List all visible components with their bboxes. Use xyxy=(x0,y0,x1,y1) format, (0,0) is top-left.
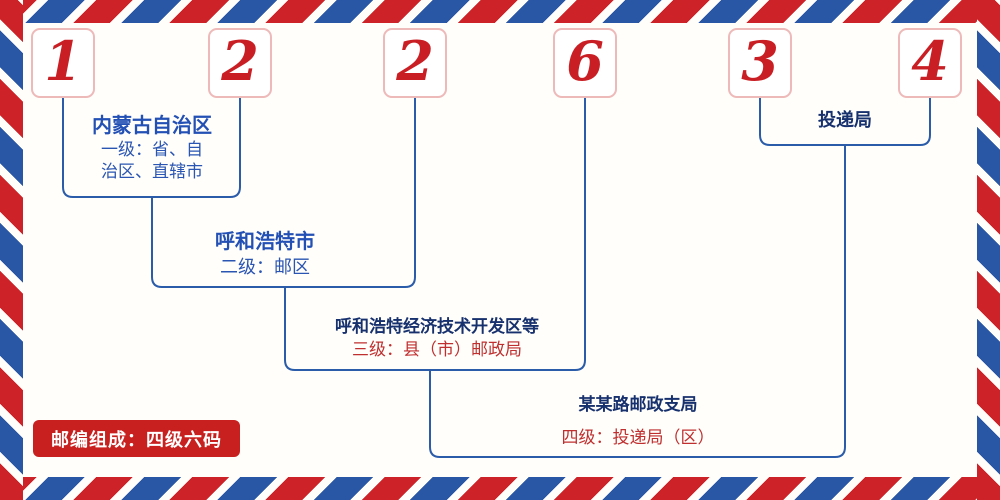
postal-digit-box-2: 2 xyxy=(208,28,272,98)
airmail-border-right xyxy=(977,0,1000,500)
label-level1-province: 内蒙古自治区 一级：省、自 治区、直辖市 xyxy=(63,112,241,183)
delivery-office-name: 投递局 xyxy=(818,110,872,131)
postal-digit: 1 xyxy=(44,29,82,93)
level1-desc-line1: 一级：省、自 xyxy=(101,140,203,160)
postal-digit-box-1: 1 xyxy=(31,28,95,98)
level4-branch-name: 某某路邮政支局 xyxy=(578,395,698,415)
postal-code-composition-badge: 邮编组成：四级六码 xyxy=(33,420,240,457)
badge-text: 邮编组成：四级六码 xyxy=(51,429,222,451)
postal-digit-box-4: 6 xyxy=(553,28,617,98)
postal-digit-box-5: 3 xyxy=(728,28,792,98)
level2-desc: 二级：邮区 xyxy=(220,257,310,278)
postal-digit: 4 xyxy=(911,29,949,93)
postal-digit: 3 xyxy=(741,29,779,93)
label-level2-postal-zone: 呼和浩特市 二级：邮区 xyxy=(190,228,340,280)
postal-digit: 2 xyxy=(221,29,259,93)
level1-desc-line2: 治区、直辖市 xyxy=(101,162,203,183)
airmail-border-bottom xyxy=(0,477,1000,500)
level3-district-name: 呼和浩特经济技术开发区等 xyxy=(335,317,539,337)
level2-city-name: 呼和浩特市 xyxy=(215,229,315,253)
postal-digit-box-6: 4 xyxy=(898,28,962,98)
postal-digit: 6 xyxy=(566,29,604,93)
label-delivery-office: 投递局 xyxy=(785,106,905,132)
label-level3-county-post-office: 呼和浩特经济技术开发区等 三级：县（市）邮政局 xyxy=(302,316,572,363)
level1-region-name: 内蒙古自治区 xyxy=(92,113,212,137)
airmail-border-left xyxy=(0,0,23,500)
airmail-border-top xyxy=(0,0,1000,23)
level4-desc: 四级：投递局（区） xyxy=(561,427,715,448)
postal-digit: 2 xyxy=(396,29,434,93)
label-level4-delivery-branch: 某某路邮政支局 四级：投递局（区） xyxy=(517,394,759,451)
level3-desc: 三级：县（市）邮政局 xyxy=(352,339,522,360)
postal-digit-box-3: 2 xyxy=(383,28,447,98)
